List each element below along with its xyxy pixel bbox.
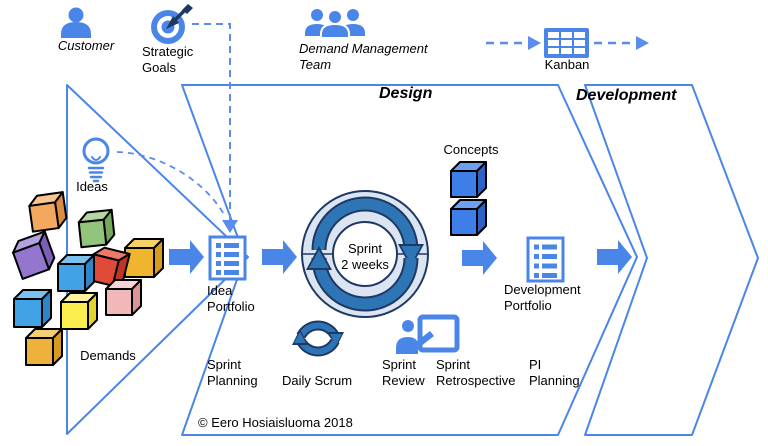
copyright-notice: © Eero Hosiaisluoma 2018 <box>198 415 353 430</box>
daily-scrum-cycle-icon <box>292 320 344 357</box>
kanban-board-icon <box>544 28 589 58</box>
kanban-label: Kanban <box>544 57 590 72</box>
yellow-cube <box>60 292 98 330</box>
purple-cube <box>12 230 56 280</box>
strategic-goals-target-icon <box>151 4 193 44</box>
sprint-cycle-icon <box>301 190 429 318</box>
blue-cube <box>57 254 95 292</box>
pi-planning-label: PI Planning <box>529 357 580 388</box>
development-stage-chevron <box>584 84 759 436</box>
demand-cubes-group <box>12 191 164 366</box>
flow-arrow-icon <box>262 240 297 274</box>
idea-portfolio-label: Idea Portfolio <box>207 283 255 314</box>
sprint-planning-label: Sprint Planning <box>207 357 258 388</box>
orange-cube <box>25 328 63 366</box>
concept-cube <box>450 199 487 236</box>
sprint-review-presenter-icon <box>396 314 460 354</box>
kanban-in-arrowhead-icon <box>528 36 541 50</box>
ideas-connector <box>116 151 226 217</box>
concepts-label: Concepts <box>443 142 499 157</box>
development-portfolio-label: Development Portfolio <box>504 282 581 313</box>
orange-cube <box>28 191 68 233</box>
customer-person-icon <box>61 7 91 38</box>
demand-team-icon <box>305 9 365 39</box>
strategic-goals-label: Strategic Goals <box>142 44 194 75</box>
concept-cubes-group <box>450 161 487 236</box>
strategic-goals-connector <box>192 23 231 220</box>
idea-portfolio-icon <box>208 235 247 281</box>
demand-team-label: Demand Management Team <box>299 41 428 72</box>
customer-label: Customer <box>57 38 115 53</box>
gold-cube <box>124 238 164 278</box>
flow-arrow-icon <box>462 241 497 275</box>
green-cube <box>77 208 116 249</box>
sprint-retrospective-label: Sprint Retrospective <box>436 357 516 388</box>
ideas-lightbulb-icon <box>82 137 110 183</box>
development-stage-title: Development <box>576 87 677 104</box>
pink-cube <box>105 279 142 316</box>
sprint-circle-label: Sprint 2 weeks <box>341 241 389 272</box>
development-portfolio-icon <box>526 236 565 283</box>
ideas-label: Ideas <box>76 179 108 194</box>
daily-scrum-label: Daily Scrum <box>281 373 353 388</box>
blue-cube <box>13 289 52 328</box>
connector-arrowhead-down-icon <box>222 220 238 233</box>
flow-arrow-icon <box>169 240 204 274</box>
flow-arrow-icon <box>597 240 632 274</box>
concept-cube <box>450 161 487 198</box>
kanban-out-arrowhead-icon <box>636 36 649 50</box>
sprint-review-label: Sprint Review <box>382 357 425 388</box>
demands-label: Demands <box>80 348 136 363</box>
design-stage-title: Design <box>379 85 433 102</box>
